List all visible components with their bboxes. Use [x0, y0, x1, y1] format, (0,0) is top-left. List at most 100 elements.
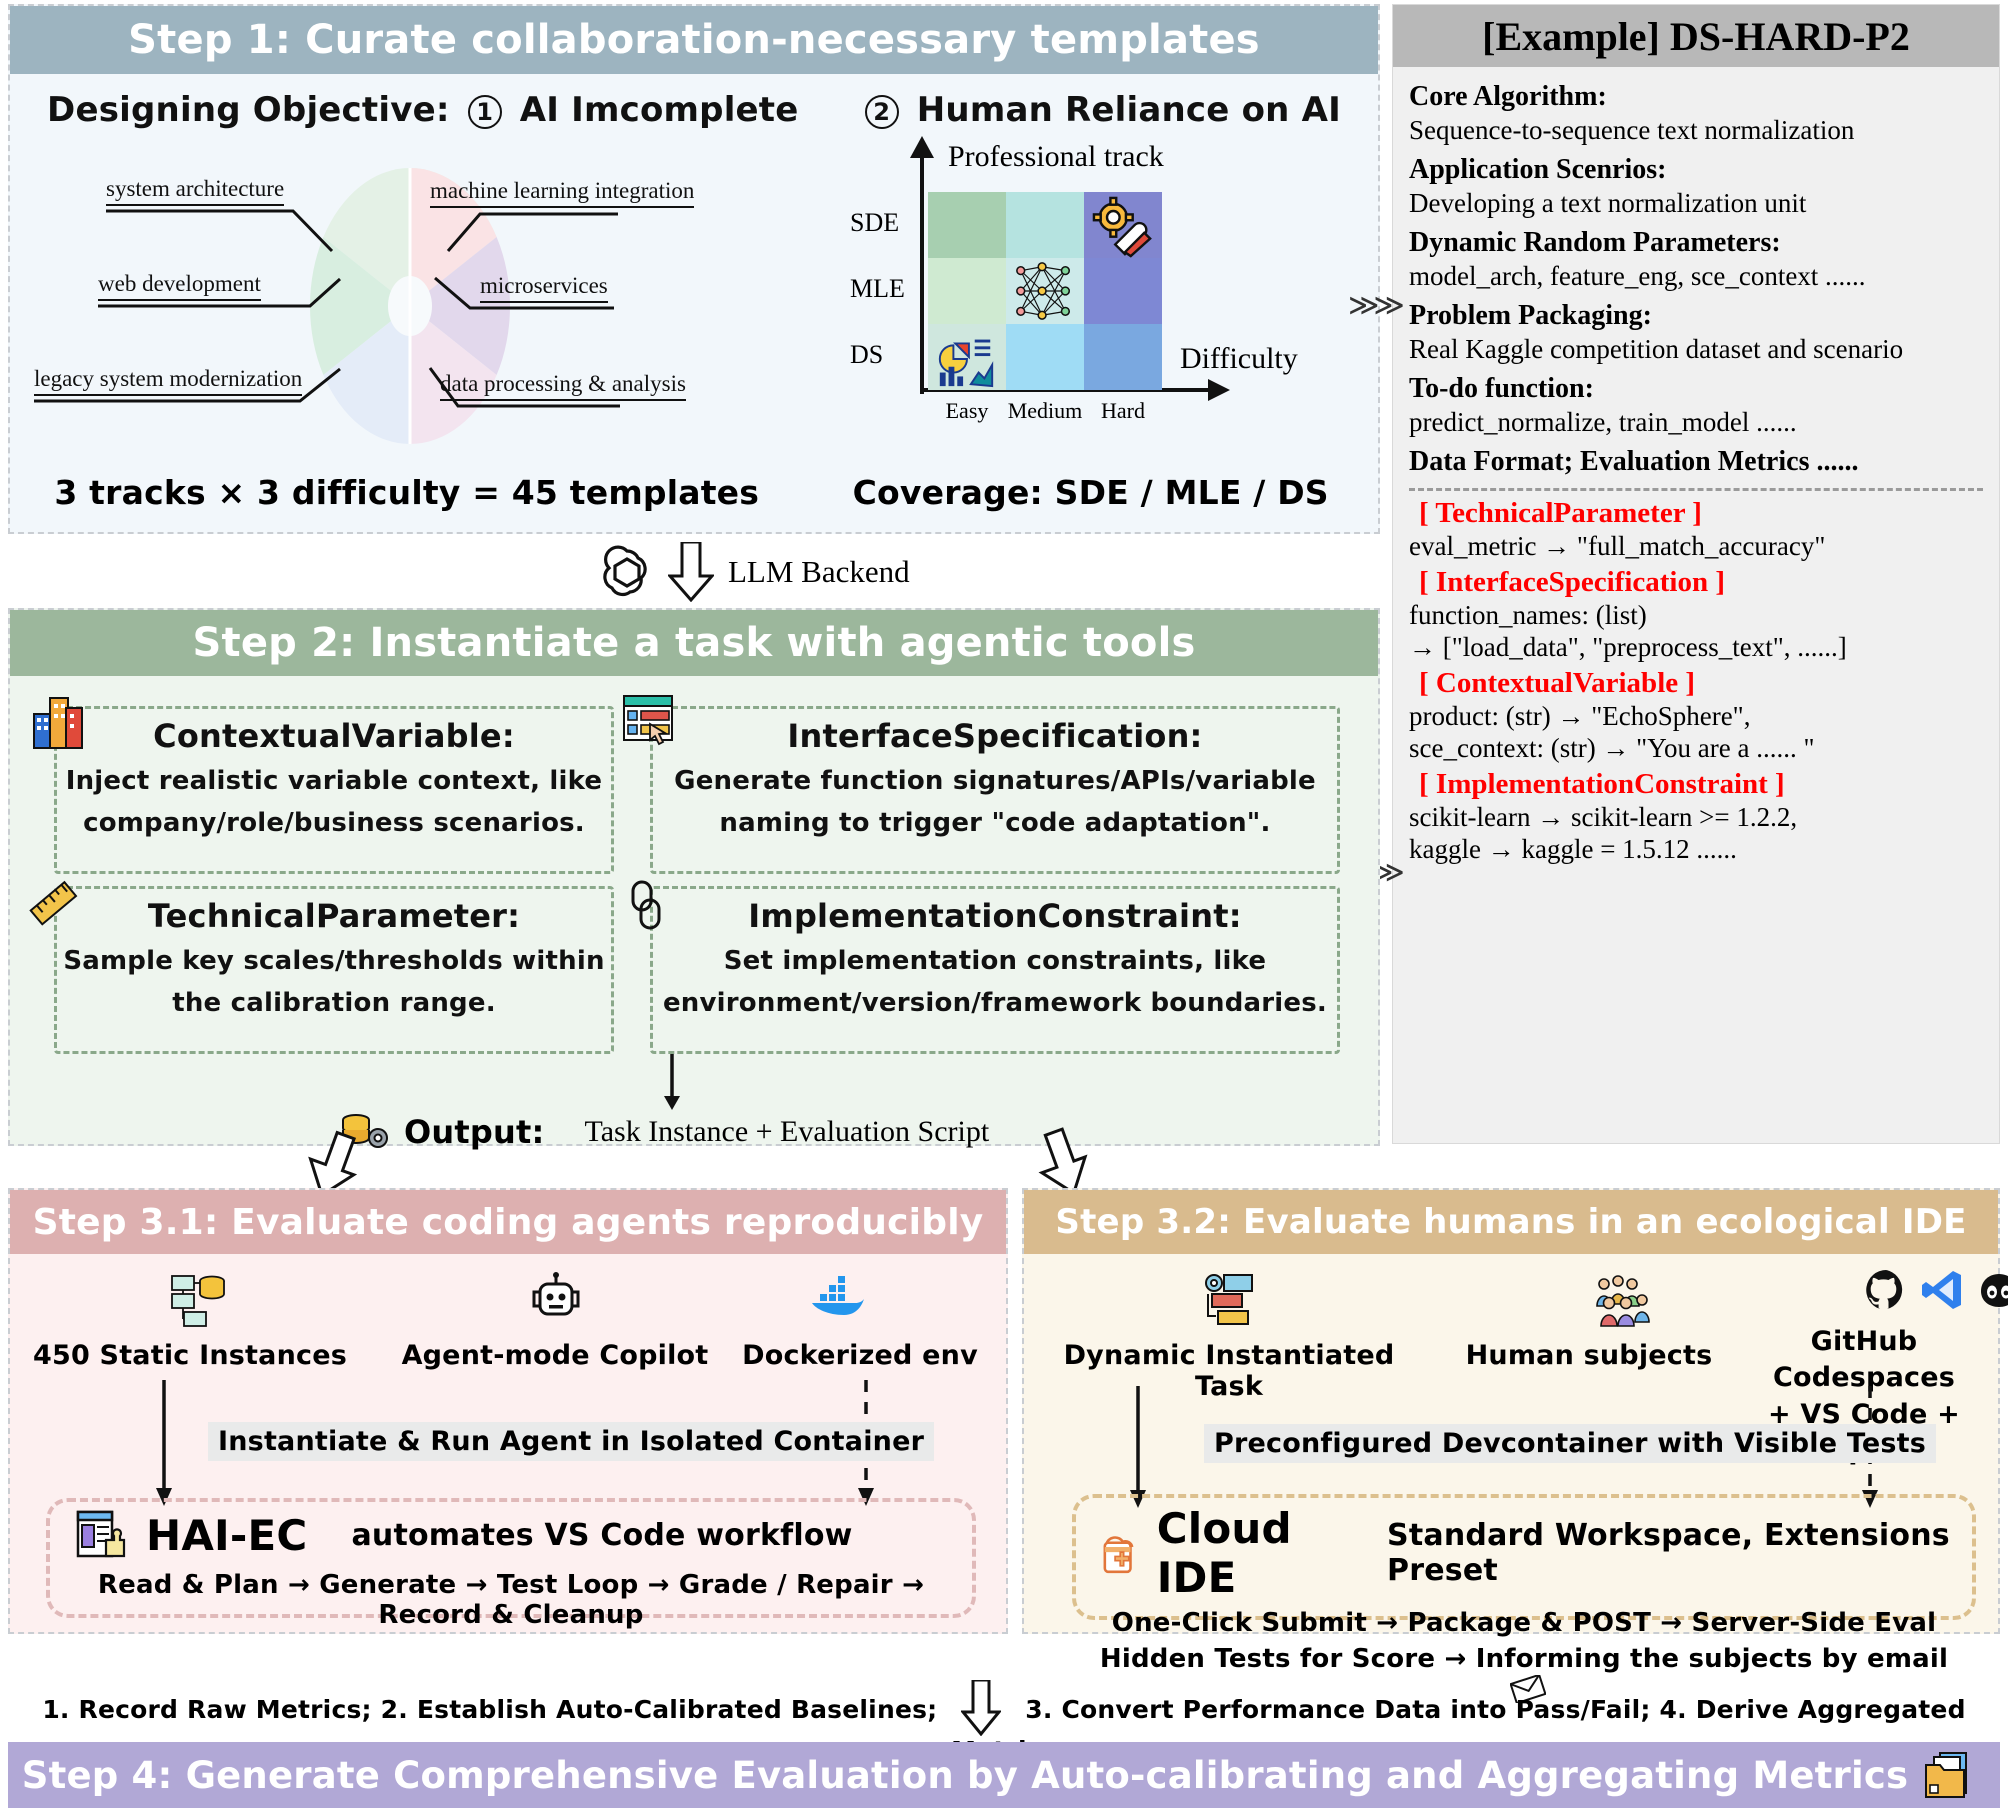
bottom-note-left: 1. Record Raw Metrics; 2. Establish Auto…	[42, 1695, 938, 1724]
hai-ec-title: HAI-EC	[146, 1510, 308, 1560]
tool-name-interface-specification: InterfaceSpecification:	[787, 717, 1203, 755]
x-axis-line	[920, 388, 1210, 392]
step32-title: Step 3.2: Evaluate humans in an ecologic…	[1024, 1190, 1998, 1254]
example-title: [Example] DS-HARD-P2	[1393, 5, 1999, 67]
y-axis-arrow	[910, 136, 934, 158]
pie-svg	[310, 168, 510, 444]
cloud-ide-icon	[1103, 1536, 1134, 1574]
tool-desc-contextual-variable-line2: company/role/business scenarios.	[83, 808, 585, 839]
tool-card-implementation-constraint: ImplementationConstraint: Set implementa…	[650, 886, 1340, 1054]
hai-ec-subtitle: automates VS Code workflow	[351, 1517, 853, 1553]
task-config-icon	[1205, 1274, 1253, 1325]
objective-prefix: Designing Objective:	[47, 90, 450, 130]
x-tick-medium: Medium	[1007, 398, 1083, 423]
analytics-icon	[938, 339, 994, 388]
cell-ds-medium	[1006, 324, 1084, 390]
tool-desc-technical-parameter-line1: Sample key scales/thresholds within	[63, 946, 605, 976]
folder-files-icon	[1925, 1752, 1967, 1798]
tag-technical-parameter-line-1: eval_metric → "full_match_accuracy"	[1409, 531, 1826, 561]
pie-label-legacy-system-modernization: legacy system modernization	[34, 366, 303, 396]
tool-desc-technical-parameter-line2: the calibration range.	[172, 988, 496, 1019]
tool-desc-implementation-constraint-line1: Set implementation constraints, like	[723, 946, 1267, 976]
tools-icon	[1092, 196, 1152, 258]
buildings-icon	[33, 697, 83, 749]
grid-cells	[928, 192, 1162, 390]
example-value-application-scenrios: Developing a text normalization unit	[1409, 188, 1807, 218]
form-click-icon	[623, 695, 673, 746]
neural-network-icon	[1016, 262, 1071, 320]
step32-panel: Step 3.2: Evaluate humans in an ecologic…	[1022, 1188, 2008, 1705]
cell-mle-medium	[1006, 258, 1084, 324]
cloud-ide-line2: Hidden Tests for Score → Informing the s…	[1076, 1644, 1972, 1705]
docker-icon	[812, 1276, 864, 1315]
tag-contextual-variable-line-2: sce_context: (str) → "You are a ...... "	[1409, 733, 1815, 763]
people-group-icon	[1596, 1275, 1650, 1327]
llm-backend-label: LLM Backend	[728, 554, 910, 589]
coverage-label: Coverage: SDE / MLE / DS	[852, 473, 1329, 512]
database-stack-icon	[171, 1275, 225, 1327]
llm-backend-connector: LLM Backend	[600, 542, 910, 602]
hai-ec-box: HAI-EC automates VS Code workflow Read &…	[46, 1498, 976, 1630]
cell-sde-easy	[928, 192, 1006, 258]
example-key-problem-packaging: Problem Packaging:	[1409, 300, 1652, 331]
step1-footer: 3 tracks × 3 difficulty = 45 templates C…	[10, 473, 1378, 512]
chain-link-icon	[631, 880, 661, 930]
example-key-dynamic-random-parameters: Dynamic Random Parameters:	[1409, 227, 1781, 258]
y-axis-title: Professional track	[948, 140, 1164, 173]
robot-icon	[532, 1272, 580, 1316]
email-icon	[1509, 1673, 1547, 1705]
cloud-ide-subtitle: Standard Workspace, Extensions Preset	[1387, 1518, 1950, 1588]
tool-name-implementation-constraint: ImplementationConstraint:	[748, 897, 1242, 935]
chevrons-to-example-icon: ≫≫	[1348, 288, 1405, 323]
cell-sde-medium	[1006, 192, 1084, 258]
track-pie-chart: system architecture web development lega…	[10, 156, 710, 456]
x-tick-easy: Easy	[945, 398, 989, 423]
tool-name-technical-parameter: TechnicalParameter:	[147, 897, 521, 935]
step31-col-3-label: Dockerized env	[742, 1340, 978, 1371]
tool-card-technical-parameter: TechnicalParameter: Sample key scales/th…	[54, 886, 614, 1054]
example-value-core-algorithm: Sequence-to-sequence text normalization	[1409, 115, 1855, 145]
example-panel: [Example] DS-HARD-P2 Core Algorithm: Seq…	[1392, 4, 2000, 1144]
tag-contextual-variable-line-1: product: (str) → "EchoSphere",	[1409, 701, 1751, 731]
cell-mle-easy	[928, 258, 1006, 324]
step32-col-1-label: Dynamic Instantiated Task	[1063, 1340, 1395, 1402]
tag-interface-specification-line-2: → ["load_data", "preprocess_text", .....…	[1409, 632, 1847, 662]
tag-interface-specification-line-1: function_names: (list)	[1409, 600, 1647, 630]
tag-implementation-constraint-line-2: kaggle → kaggle = 1.5.12 ......	[1409, 834, 1737, 864]
x-tick-hard: Hard	[1101, 398, 1145, 423]
pie-label-web-development: web development	[98, 271, 261, 301]
pie-label-machine-learning-integration: machine learning integration	[430, 178, 695, 208]
objective-2-label: Human Reliance on AI	[916, 90, 1341, 130]
example-value-todo-function: predict_normalize, train_model ......	[1409, 407, 1797, 437]
github-icon	[1866, 1270, 1903, 1310]
tool-name-contextual-variable: ContextualVariable:	[153, 717, 515, 755]
example-key-todo-function: To-do function:	[1409, 373, 1594, 404]
tool-desc-implementation-constraint-line2: environment/version/framework boundaries…	[662, 988, 1328, 1019]
example-divider	[1409, 488, 1983, 491]
example-key-data-format-metrics: Data Format; Evaluation Metrics ......	[1409, 446, 1859, 477]
objective-2-badge: 2	[864, 94, 899, 129]
example-key-core-algorithm: Core Algorithm:	[1409, 81, 1607, 112]
step4-panel: Step 4: Generate Comprehensive Evaluatio…	[8, 1742, 2000, 1808]
step1-panel: Step 1: Curate collaboration-necessary t…	[8, 4, 1380, 534]
pie-leader-lines	[34, 209, 620, 408]
vscode-extension-icon	[76, 1510, 126, 1558]
tag-technical-parameter: [ TechnicalParameter ]	[1419, 497, 1702, 529]
example-value-dynamic-random-parameters: model_arch, feature_eng, sce_context ...…	[1409, 261, 1866, 291]
example-key-application-scenrios: Application Scenrios:	[1409, 154, 1667, 185]
pie-label-data-processing-analysis: data processing & analysis	[440, 371, 686, 401]
tag-implementation-constraint-line-1: scikit-learn → scikit-learn >= 1.2.2,	[1409, 802, 1798, 832]
arrow-to-step31	[308, 1130, 358, 1198]
openai-icon	[603, 545, 647, 597]
x-axis-title: Difficulty	[1180, 342, 1298, 375]
y-tick-sde: SDE	[850, 208, 900, 237]
cloud-ide-title: Cloud IDE	[1156, 1504, 1292, 1602]
step2-output-row: Output: Task Instance + Evaluation Scrip…	[340, 1110, 989, 1154]
y-axis-line	[920, 154, 924, 394]
step2-panel: Step 2: Instantiate a task with agentic …	[8, 608, 1380, 1151]
step31-col-2-label: Agent-mode Copilot	[401, 1340, 709, 1371]
pie-label-system-architecture: system architecture	[106, 176, 285, 206]
y-tick-mle: MLE	[850, 274, 905, 303]
tool-desc-interface-specification-line2: naming to trigger "code adaptation".	[719, 808, 1271, 839]
track-difficulty-grid: Professional track Difficulty SDE MLE DS…	[710, 136, 1370, 466]
